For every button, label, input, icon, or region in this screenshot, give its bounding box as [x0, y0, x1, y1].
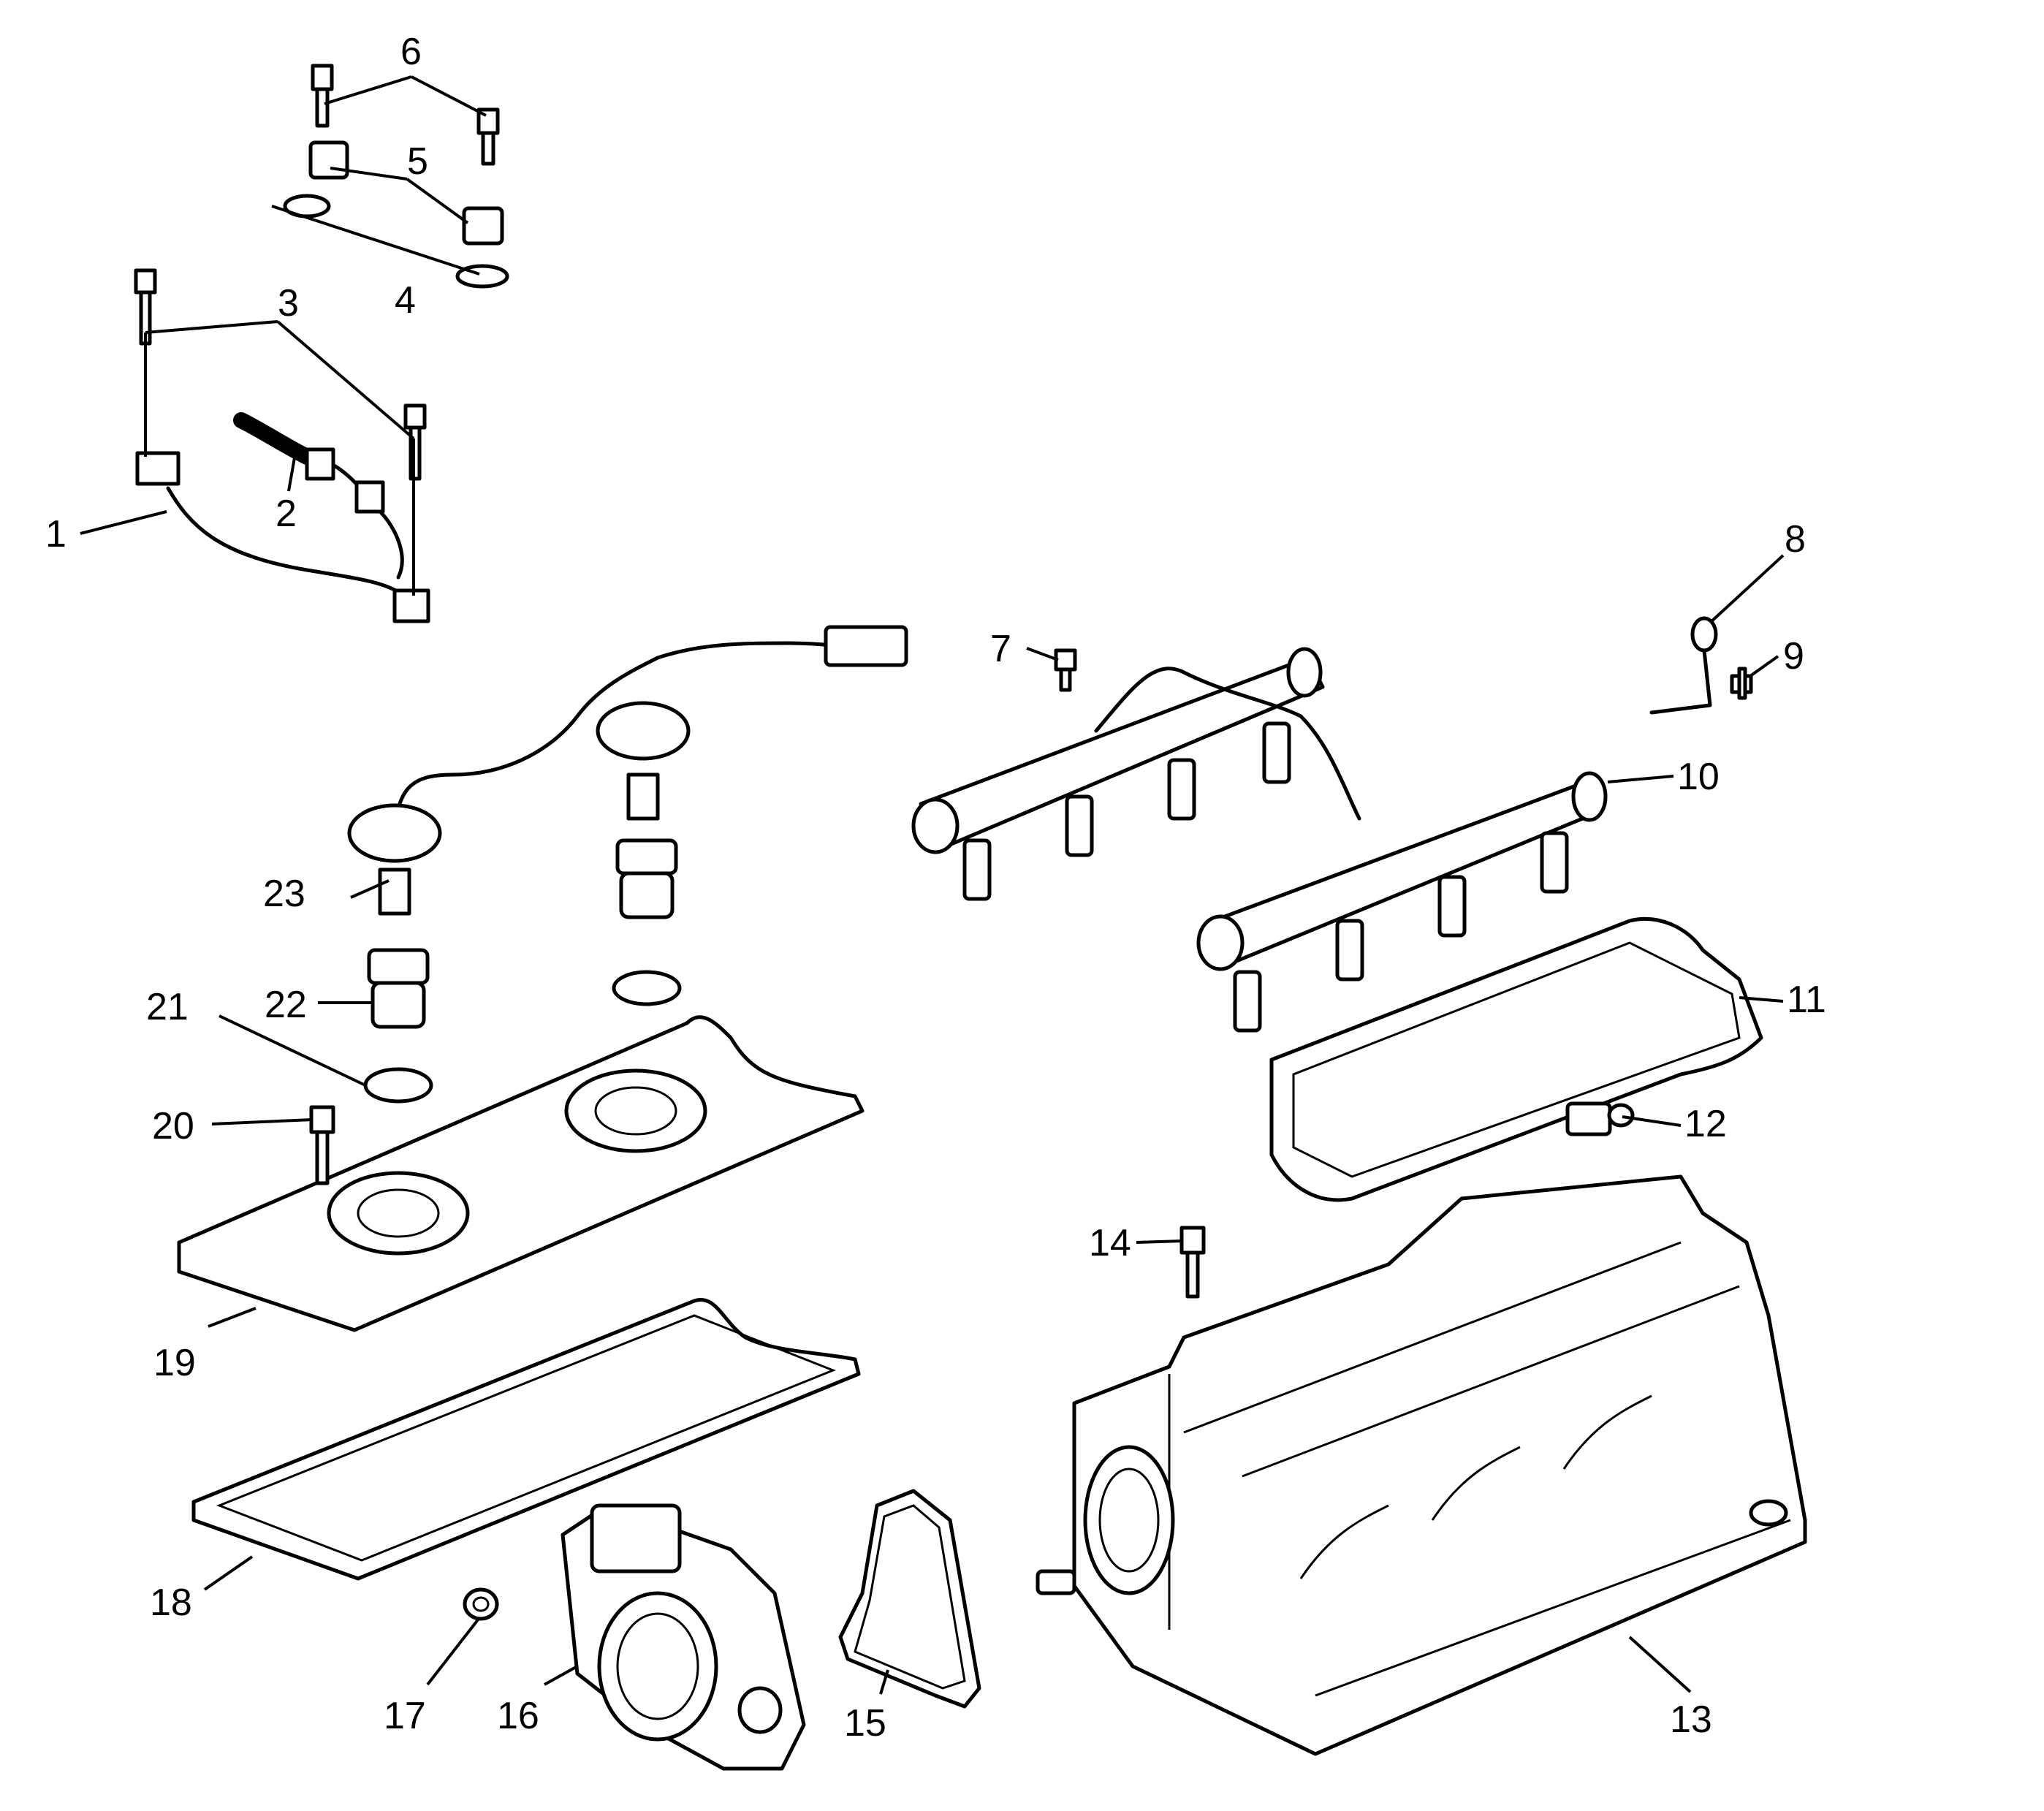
sensor-harness: [347, 625, 908, 863]
callout-1: 1: [45, 513, 67, 555]
callouts: 1 2 3 4 5 6 7 8 9 10 11 12 13 14 15 16 1…: [45, 31, 1826, 1744]
callout-6: 6: [400, 31, 422, 73]
callout-23: 23: [263, 873, 305, 915]
callout-19: 19: [153, 1342, 196, 1384]
callout-21: 21: [146, 986, 189, 1028]
callout-13: 13: [1670, 1698, 1712, 1741]
callout-10: 10: [1677, 756, 1720, 798]
callout-4: 4: [395, 279, 416, 322]
nut-17: [463, 1587, 499, 1621]
grommets-21: [363, 970, 682, 1104]
bolt-9: [1730, 667, 1753, 700]
callout-2: 2: [276, 493, 297, 535]
callout-20: 20: [152, 1105, 194, 1147]
bolt-20: [309, 1105, 335, 1185]
callout-3: 3: [278, 282, 299, 324]
harness-1: [135, 451, 430, 623]
bolt-7: [1054, 648, 1077, 692]
callout-11: 11: [1787, 979, 1826, 1021]
callout-15: 15: [844, 1702, 886, 1744]
throttle-body-16: [561, 1503, 806, 1771]
callout-14: 14: [1089, 1222, 1131, 1264]
callout-17: 17: [384, 1695, 426, 1737]
callout-7: 7: [990, 628, 1011, 670]
gasket-18: [191, 1297, 861, 1581]
sensor-12: [1565, 1101, 1635, 1136]
callout-22: 22: [265, 984, 307, 1026]
callout-12: 12: [1684, 1103, 1727, 1145]
bolts-6: [311, 64, 500, 166]
throttle-gasket-15: [838, 1489, 981, 1709]
fuel-rail-10: [911, 647, 1608, 1033]
hose-2: [233, 412, 404, 580]
leader-lines: [80, 75, 1785, 1695]
callout-18: 18: [150, 1582, 192, 1624]
bracket-8: [1649, 616, 1718, 715]
intake-gasket-11: [1269, 916, 1763, 1202]
valley-cover-19: [177, 1015, 865, 1332]
callout-5: 5: [407, 140, 428, 183]
knock-sensors-22: [367, 772, 678, 1029]
callout-9: 9: [1783, 635, 1804, 677]
callout-16: 16: [497, 1695, 539, 1737]
intake-manifold-13: [1036, 1174, 1807, 1756]
callout-8: 8: [1785, 518, 1806, 561]
bolt-14: [1179, 1226, 1206, 1299]
